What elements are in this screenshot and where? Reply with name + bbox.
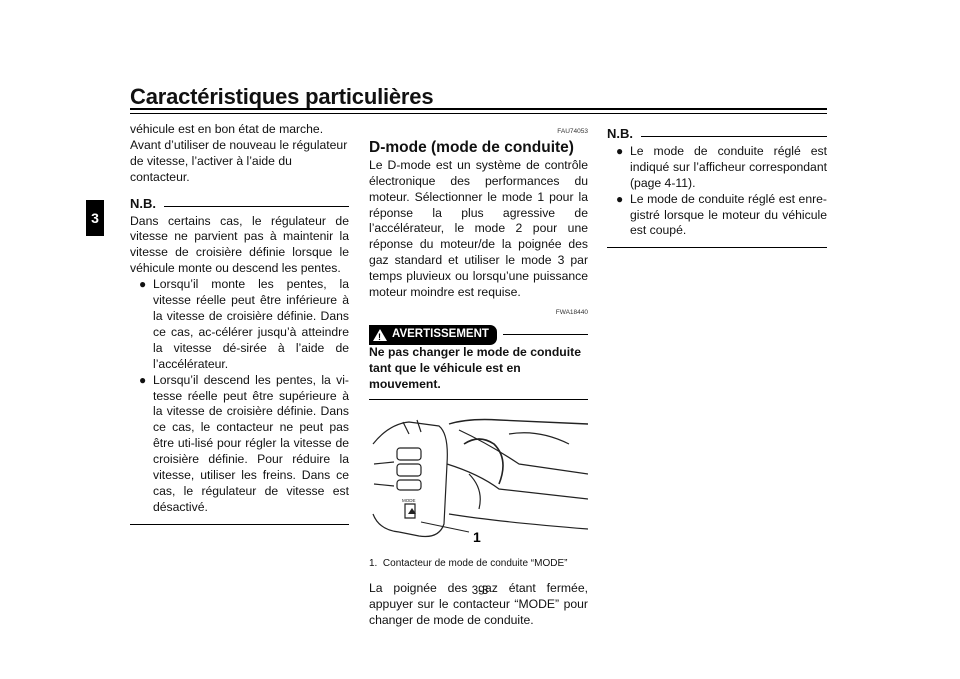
warning-end-rule <box>369 398 588 400</box>
warning-code: FWA18440 <box>555 308 588 316</box>
header-rule-thick <box>130 108 827 110</box>
section-title: D-mode (mode de conduite) <box>369 138 574 156</box>
figure-caption: 1. Contacteur de mode de conduite “MODE” <box>369 556 588 572</box>
list-item-text: Lorsqu’il monte les pentes, la vitesse r… <box>153 277 349 371</box>
list-item: ● Le mode de conduite réglé est indiqué s… <box>607 144 827 192</box>
section-body: Le D-mode est un système de contrôle éle… <box>369 157 588 300</box>
nb-end-rule <box>607 247 827 249</box>
list-item-text: Le mode de conduite réglé est indiqué su… <box>630 143 827 190</box>
nb-label: N.B. <box>130 195 156 211</box>
list-item-text: Lorsqu’il descend les pentes, la vi-tess… <box>153 372 349 514</box>
page-title: Caractéristiques particulières <box>130 84 434 109</box>
nb-rule <box>641 136 827 138</box>
nb-heading: N.B. <box>607 126 827 142</box>
header-rule-thin <box>130 113 827 114</box>
handlebar-switch-illustration: MODE 1 <box>372 418 588 545</box>
bullet-icon: ● <box>139 277 147 292</box>
caption-text: Contacteur de mode de conduite “MODE” <box>382 557 568 569</box>
warning-text: Ne pas changer le mode de conduite tant … <box>369 344 581 391</box>
intro-paragraph: véhicule est en bon état de marche. Avan… <box>130 122 348 184</box>
warning-heading: ! AVERTISSEMENT <box>369 324 588 345</box>
middle-column: FAU74053 D-mode (mode de conduite) Le D-… <box>369 124 588 629</box>
switch-housing-outline <box>372 420 448 537</box>
bullet-icon: ● <box>616 191 624 206</box>
nb-end-rule <box>130 523 349 525</box>
warning-triangle-icon: ! <box>373 328 387 342</box>
caption-number: 1. <box>369 557 378 569</box>
after-figure-paragraph: La poignée des gaz étant fermée, appuyer… <box>369 581 588 628</box>
figure-callout: 1 <box>473 529 481 545</box>
chapter-tab: 3 <box>86 200 104 236</box>
nb-rule <box>164 206 349 208</box>
warning-rule <box>502 334 588 336</box>
mode-button <box>404 502 416 519</box>
page-number: 3-3 <box>471 585 489 597</box>
nb-bullet-list: ● Le mode de conduite réglé est indiqué s… <box>607 144 827 239</box>
button-top <box>396 446 422 461</box>
list-item: ● Lorsqu’il descend les pentes, la vi-tes… <box>130 373 349 516</box>
mode-label-on-switch: MODE <box>402 498 416 503</box>
reference-code: FAU74053 <box>557 128 588 135</box>
nb-bullet-list: ● Lorsqu’il monte les pentes, la vitesse … <box>130 277 349 516</box>
list-item: ● Lorsqu’il monte les pentes, la vitesse … <box>130 277 349 372</box>
nb-paragraph: Dans certains cas, le régulateur de vite… <box>130 213 349 276</box>
warning-label: AVERTISSEMENT <box>392 327 489 340</box>
nb-label: N.B. <box>607 126 633 141</box>
bullet-icon: ● <box>139 372 147 387</box>
right-column: N.B. ● Le mode de conduite réglé est indi… <box>607 122 827 249</box>
nb-heading: N.B. <box>130 196 349 212</box>
button-lower <box>396 478 422 491</box>
mode-arrow-icon <box>408 507 416 514</box>
list-item: ● Le mode de conduite réglé est enre-gist… <box>607 192 827 240</box>
warning-badge: ! AVERTISSEMENT <box>369 324 497 345</box>
list-item-text: Le mode de conduite réglé est enre-gistr… <box>630 191 827 238</box>
bullet-icon: ● <box>616 143 624 158</box>
left-column: véhicule est en bon état de marche. Avan… <box>130 122 349 525</box>
button-middle <box>396 462 422 477</box>
